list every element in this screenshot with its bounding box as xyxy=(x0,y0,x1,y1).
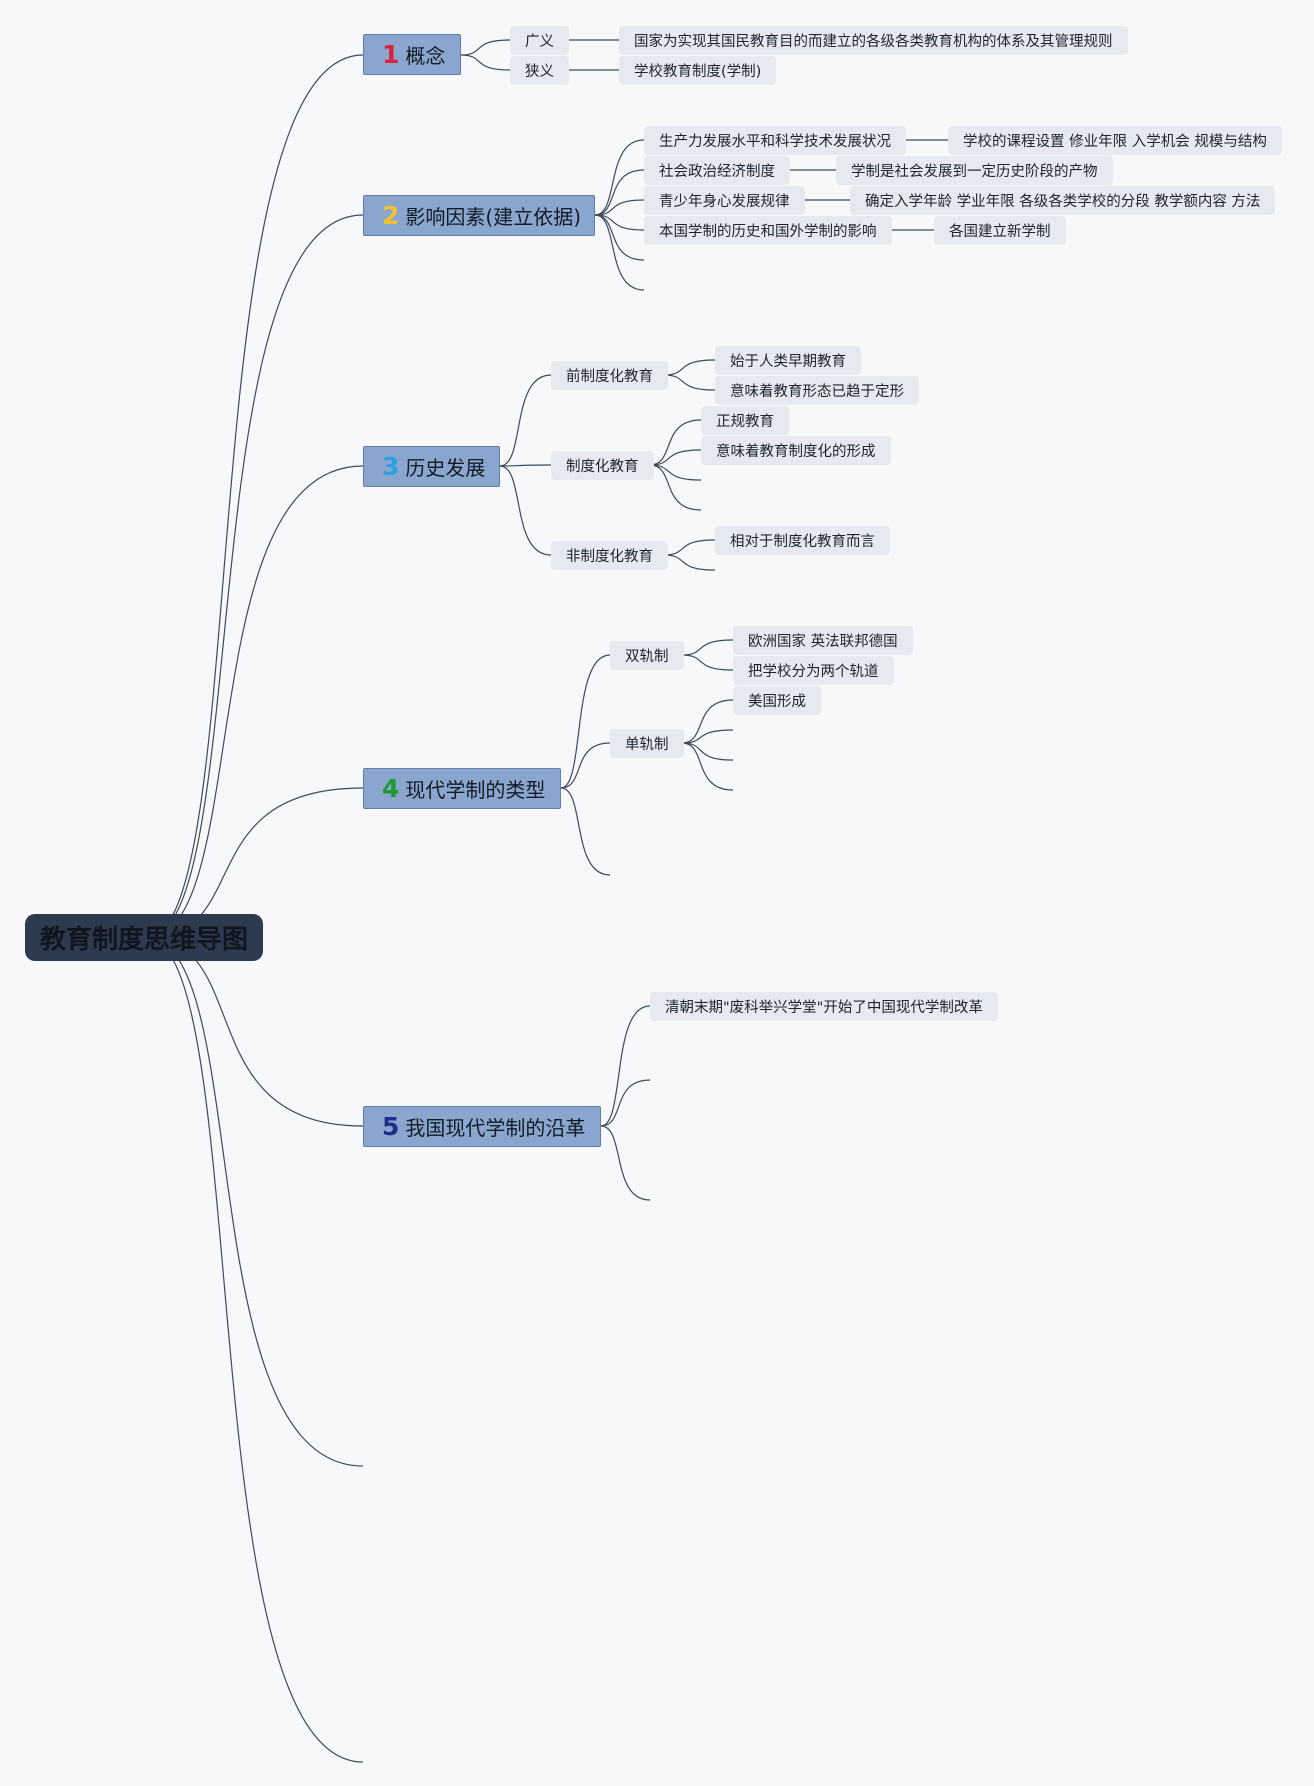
branch-number: 5 xyxy=(382,1112,400,1141)
branch-number: 3 xyxy=(382,452,400,481)
node-narrow-definition[interactable]: 学校教育制度(学制) xyxy=(619,56,777,85)
node-youth-development[interactable]: 青少年身心发展规律 xyxy=(644,186,805,215)
node-early-education[interactable]: 始于人类早期教育 xyxy=(715,346,861,375)
connector-curve xyxy=(145,465,364,939)
node-us-formed[interactable]: 美国形成 xyxy=(733,686,821,715)
node-formal-education[interactable]: 正规教育 xyxy=(701,406,789,435)
connector-curve xyxy=(560,787,611,876)
connector-curve xyxy=(663,374,716,391)
connector-curve xyxy=(560,654,611,789)
connector-curve xyxy=(663,539,716,556)
connector-curve xyxy=(145,937,364,1467)
connector-curve xyxy=(145,937,364,1127)
branch-5-evolution[interactable]: 5 我国现代学制的沿革 xyxy=(363,1106,601,1147)
node-narrow-sense[interactable]: 狭义 xyxy=(510,56,569,85)
connector-curve xyxy=(663,554,716,571)
connector-curve xyxy=(681,654,734,671)
connector-curve xyxy=(499,374,552,467)
node-productivity-effect[interactable]: 学校的课程设置 修业年限 入学机会 规模与结构 xyxy=(948,126,1282,155)
connector-curve xyxy=(649,464,702,481)
branch-label: 我国现代学制的沿革 xyxy=(405,1116,586,1140)
branch-1-concept[interactable]: 1 概念 xyxy=(363,34,461,75)
node-form-settled[interactable]: 意味着教育形态已趋于定形 xyxy=(715,376,919,405)
branch-4-types[interactable]: 4 现代学制的类型 xyxy=(363,768,561,809)
branch-2-factors[interactable]: 2 影响因素(建立依据) xyxy=(363,195,595,236)
connector-curve xyxy=(499,464,552,467)
connector-curve xyxy=(600,1125,651,1201)
node-institutional[interactable]: 制度化教育 xyxy=(551,451,654,480)
branch-label: 影响因素(建立依据) xyxy=(405,205,582,229)
connector-curve xyxy=(681,699,734,744)
connector-curve xyxy=(594,214,645,231)
branch-label: 历史发展 xyxy=(405,456,486,480)
node-youth-effect[interactable]: 确定入学年龄 学业年限 各级各类学校的分段 教学额内容 方法 xyxy=(850,186,1276,215)
branch-number: 4 xyxy=(382,774,400,803)
connector-curve xyxy=(594,139,645,216)
connector-curve xyxy=(681,639,734,656)
node-broad-sense[interactable]: 广义 xyxy=(510,26,569,55)
connector-curve xyxy=(145,214,364,939)
node-history-foreign[interactable]: 本国学制的历史和国外学制的影响 xyxy=(644,216,892,245)
connector-curve xyxy=(460,54,511,71)
node-productivity[interactable]: 生产力发展水平和科学技术发展状况 xyxy=(644,126,906,155)
node-broad-definition[interactable]: 国家为实现其国民教育目的而建立的各级各类教育机构的体系及其管理规则 xyxy=(619,26,1128,55)
branch-label: 现代学制的类型 xyxy=(405,778,546,802)
node-history-effect[interactable]: 各国建立新学制 xyxy=(934,216,1066,245)
connector-curve xyxy=(649,464,702,511)
branch-number: 1 xyxy=(382,40,400,69)
branch-3-history[interactable]: 3 历史发展 xyxy=(363,446,500,487)
connector-curve xyxy=(560,742,611,789)
node-qing-reform[interactable]: 清朝末期"废科举兴学堂"开始了中国现代学制改革 xyxy=(650,992,998,1021)
node-relative-to-institutional[interactable]: 相对于制度化教育而言 xyxy=(715,526,890,555)
connector-curve xyxy=(649,449,702,466)
connector-curve xyxy=(663,359,716,376)
root-node[interactable]: 教育制度思维导图 xyxy=(25,914,263,961)
connector-curve xyxy=(594,169,645,216)
node-pre-institutional[interactable]: 前制度化教育 xyxy=(551,361,668,390)
connector-curve xyxy=(145,937,364,1763)
node-political-economic[interactable]: 社会政治经济制度 xyxy=(644,156,790,185)
node-dual-track[interactable]: 双轨制 xyxy=(610,641,684,670)
connector-curve xyxy=(649,419,702,466)
branch-number: 2 xyxy=(382,201,400,230)
connector-curve xyxy=(600,1079,651,1127)
node-european-countries[interactable]: 欧洲国家 英法联邦德国 xyxy=(733,626,913,655)
connector-curve xyxy=(594,199,645,216)
connector-curve xyxy=(594,214,645,261)
connector-curve xyxy=(499,465,552,556)
connector-curve xyxy=(600,1005,651,1127)
connector-curve xyxy=(681,729,734,744)
connector-curve xyxy=(681,742,734,761)
node-political-effect[interactable]: 学制是社会发展到一定历史阶段的产物 xyxy=(836,156,1113,185)
node-non-institutional[interactable]: 非制度化教育 xyxy=(551,541,668,570)
connector-curve xyxy=(145,54,364,939)
connector-curve xyxy=(460,39,511,56)
node-single-track[interactable]: 单轨制 xyxy=(610,729,684,758)
branch-label: 概念 xyxy=(405,44,446,68)
connector-curve xyxy=(594,214,645,291)
connector-curve xyxy=(681,742,734,791)
node-two-tracks[interactable]: 把学校分为两个轨道 xyxy=(733,656,894,685)
node-institutionalization[interactable]: 意味着教育制度化的形成 xyxy=(701,436,891,465)
